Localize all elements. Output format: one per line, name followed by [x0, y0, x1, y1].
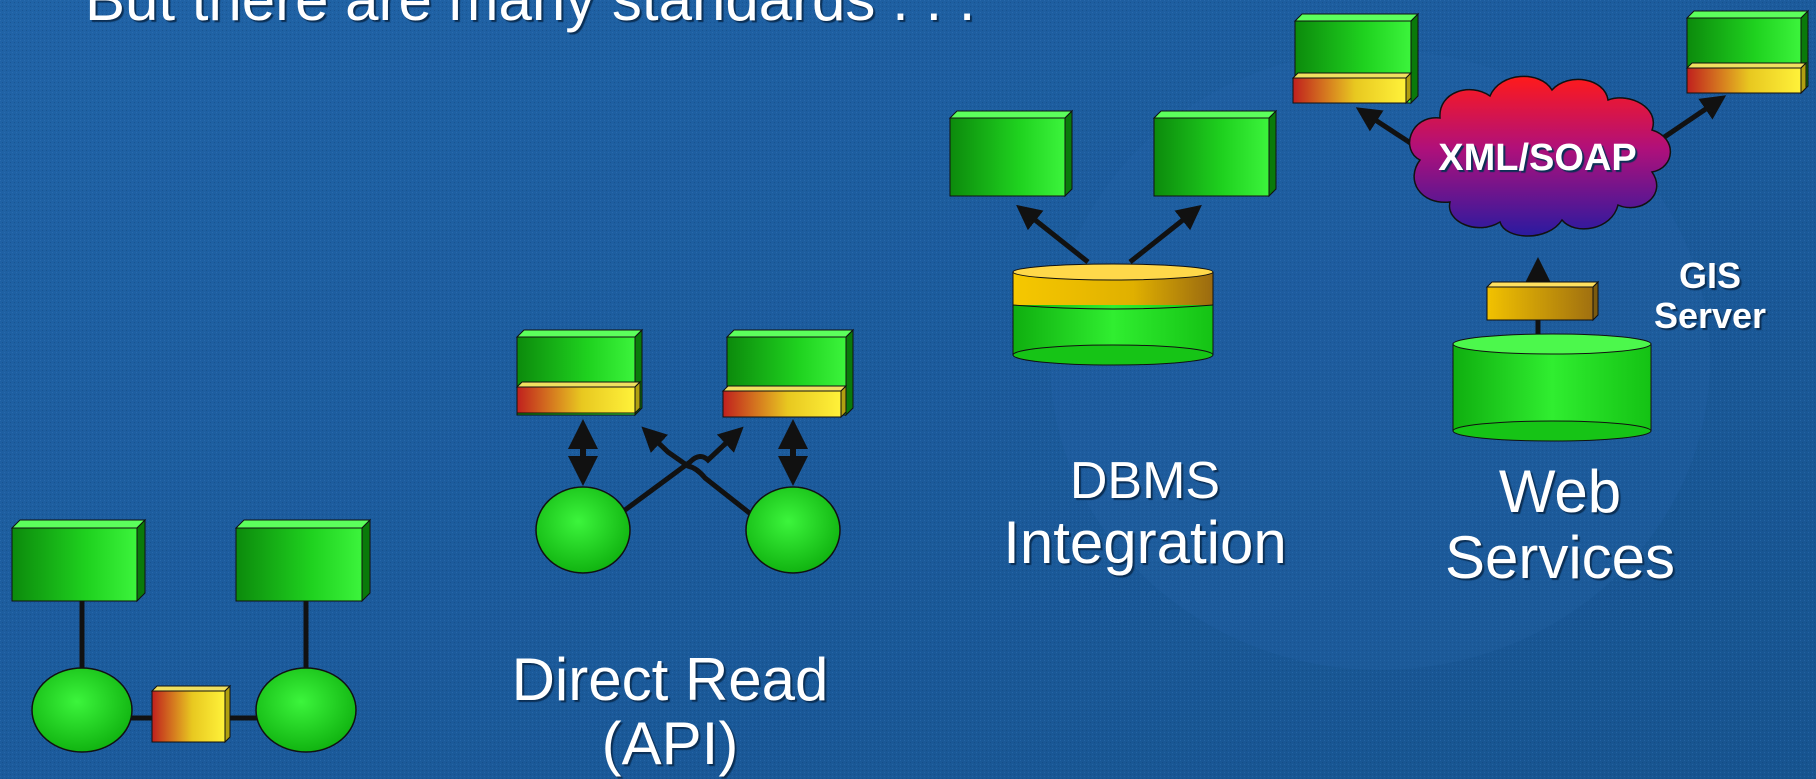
cross-arrow [623, 426, 744, 513]
arrow [1128, 204, 1202, 264]
xml-soap-label: XML/SOAP [1438, 137, 1637, 179]
web-services-label: Web Services [1400, 462, 1720, 588]
direct-read-label: Direct Read (API) [470, 650, 870, 774]
data-node [745, 486, 841, 574]
web-line1: Web [1498, 458, 1622, 525]
app-box [1685, 9, 1810, 95]
dbms-group [948, 109, 1278, 366]
web-services-group [1291, 9, 1810, 442]
direct-read-line2: (API) [601, 710, 739, 777]
database-cylinder [1012, 263, 1214, 366]
web-line2: Services [1444, 524, 1676, 591]
xml-soap-cloud [1409, 75, 1672, 237]
app-box [10, 518, 147, 603]
file-exchange-group [10, 518, 372, 753]
gis-line2: Server [1653, 294, 1767, 336]
arrow [1658, 95, 1727, 143]
direct-read-line1: Direct Read [511, 646, 829, 713]
gis-server-label: GIS Server [1630, 256, 1790, 335]
file-format-box [150, 684, 232, 744]
server-cylinder [1452, 333, 1652, 442]
data-node [255, 667, 357, 753]
data-node [535, 486, 631, 574]
arrow [1016, 204, 1090, 264]
slide-title: But there are many standards . . . [85, 0, 975, 30]
dbms-label: DBMS Integration [960, 455, 1330, 573]
app-box [515, 328, 644, 417]
cross-arrow [641, 426, 754, 517]
direct-read-group [515, 328, 855, 574]
arrow [1355, 107, 1414, 147]
app-box [1152, 109, 1278, 198]
app-box [234, 518, 372, 603]
app-box [948, 109, 1074, 198]
app-box [1291, 12, 1420, 105]
dbms-line2: Integration [1003, 509, 1287, 576]
gis-line1: GIS [1678, 255, 1741, 296]
app-box [721, 328, 855, 419]
data-node [31, 667, 133, 753]
service-bar [1485, 280, 1600, 322]
dbms-line1: DBMS [1069, 452, 1221, 510]
